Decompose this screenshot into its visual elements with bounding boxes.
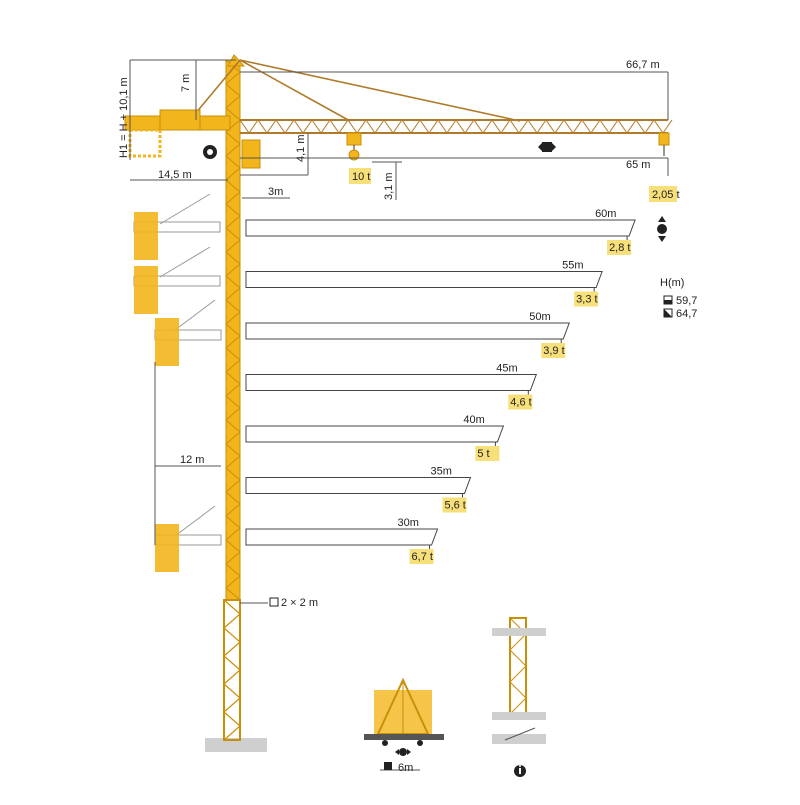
fixed-base-icon: [663, 295, 673, 305]
info-icon: [514, 765, 526, 777]
load-bar-radius: 55m: [562, 260, 583, 272]
load-bar: [245, 477, 472, 494]
tie-spacing-line: [154, 362, 221, 545]
load-bar-radius: 45m: [496, 363, 517, 375]
load-bar-tag: [508, 394, 533, 410]
travelling-base-icon: [663, 308, 673, 318]
jib: [239, 119, 673, 134]
travelling-base-detail: [364, 677, 444, 771]
tie-frames: [134, 212, 179, 572]
load-bar-load: 2,8 t: [609, 242, 630, 254]
dimension-lines: [129, 59, 669, 200]
load-bar-row: 35m 5,6 t: [245, 466, 472, 513]
load-bar-tag: [541, 343, 566, 358]
tip-load-tag: 2,05 t: [649, 186, 680, 202]
load-bar-load: 3,3 t: [576, 294, 597, 306]
offset-label: 3m: [268, 186, 283, 198]
load-bar-row: 45m 4,6 t: [245, 363, 538, 410]
max-load-tag: 10 t: [349, 168, 371, 184]
max-load-value: 10 t: [352, 171, 370, 183]
load-bar: [245, 374, 538, 391]
height-legend-title: H(m): [660, 277, 684, 289]
height-legend-travelling: 64,7: [676, 308, 697, 320]
slewing-icon: [203, 145, 217, 159]
tie-spacing-label: 12 m: [180, 454, 204, 466]
jib-length-label: 66,7 m: [626, 59, 660, 71]
load-bar-row: 55m 3,3 t: [245, 260, 603, 307]
max-reach-label: 65 m: [626, 159, 650, 171]
load-bar-load: 4,6 t: [510, 397, 531, 409]
load-bar: [245, 271, 603, 288]
trolley-hook: [346, 132, 362, 161]
load-bar-radius: 35m: [430, 466, 451, 478]
counter-jib-label: 14,5 m: [158, 169, 192, 181]
hoist-icon: [657, 216, 667, 242]
load-bar: [245, 425, 505, 443]
trolley-travel-icon: [538, 142, 556, 152]
mast-section-icon: [240, 597, 279, 607]
load-bar-load: 5,6 t: [444, 500, 465, 512]
tower-mast: [223, 59, 241, 741]
load-bar-tag: [574, 291, 599, 307]
trolley-gap-label: 3,1 m: [383, 172, 395, 200]
load-bar-tag: [607, 240, 632, 255]
tip-hook: [658, 132, 670, 156]
load-bar-radius: 30m: [398, 517, 419, 529]
load-bar-radius: 40m: [463, 414, 484, 426]
load-bar-tag: [442, 497, 467, 513]
load-bar-row: 40m 5 t: [245, 414, 505, 461]
load-bar-row: 60m 2,8 t: [245, 208, 636, 255]
load-bar-row: 50m 3,9 t: [245, 311, 570, 358]
climbing-detail: [492, 617, 546, 744]
height-formula-label: H1 = H + 10,1 m: [118, 77, 130, 158]
load-bar-tag: [475, 446, 500, 461]
load-bar-load: 3,9 t: [543, 345, 564, 357]
operator-cab: [241, 139, 261, 169]
height-legend-fixed: 59,7: [676, 295, 697, 307]
hook-gap-label: 4,1 m: [295, 134, 307, 162]
load-bar-load: 6,7 t: [412, 551, 433, 563]
tower-foundation: [205, 738, 267, 752]
load-chart: 60m 2,8 t 55m 3,3 t 50m 3,9 t 45m 4,6 t 40m 5 t 35…: [245, 208, 636, 564]
load-bar-radius: 50m: [529, 311, 550, 323]
load-bar-tag: [409, 549, 434, 564]
load-bar: [245, 322, 570, 340]
load-bar: [245, 219, 636, 237]
counter-jib: [124, 109, 231, 158]
travel-icon: [395, 748, 411, 756]
base-width-label: 6m: [398, 762, 413, 774]
tip-load-value: 2,05 t: [652, 189, 680, 201]
top-height-label: 7 m: [180, 74, 192, 92]
mast-section-label: 2 × 2 m: [281, 597, 318, 609]
load-bar: [245, 528, 439, 546]
load-bar-radius: 60m: [595, 208, 616, 220]
load-bar-row: 30m 6,7 t: [245, 517, 439, 564]
load-bar-load: 5 t: [477, 448, 489, 460]
